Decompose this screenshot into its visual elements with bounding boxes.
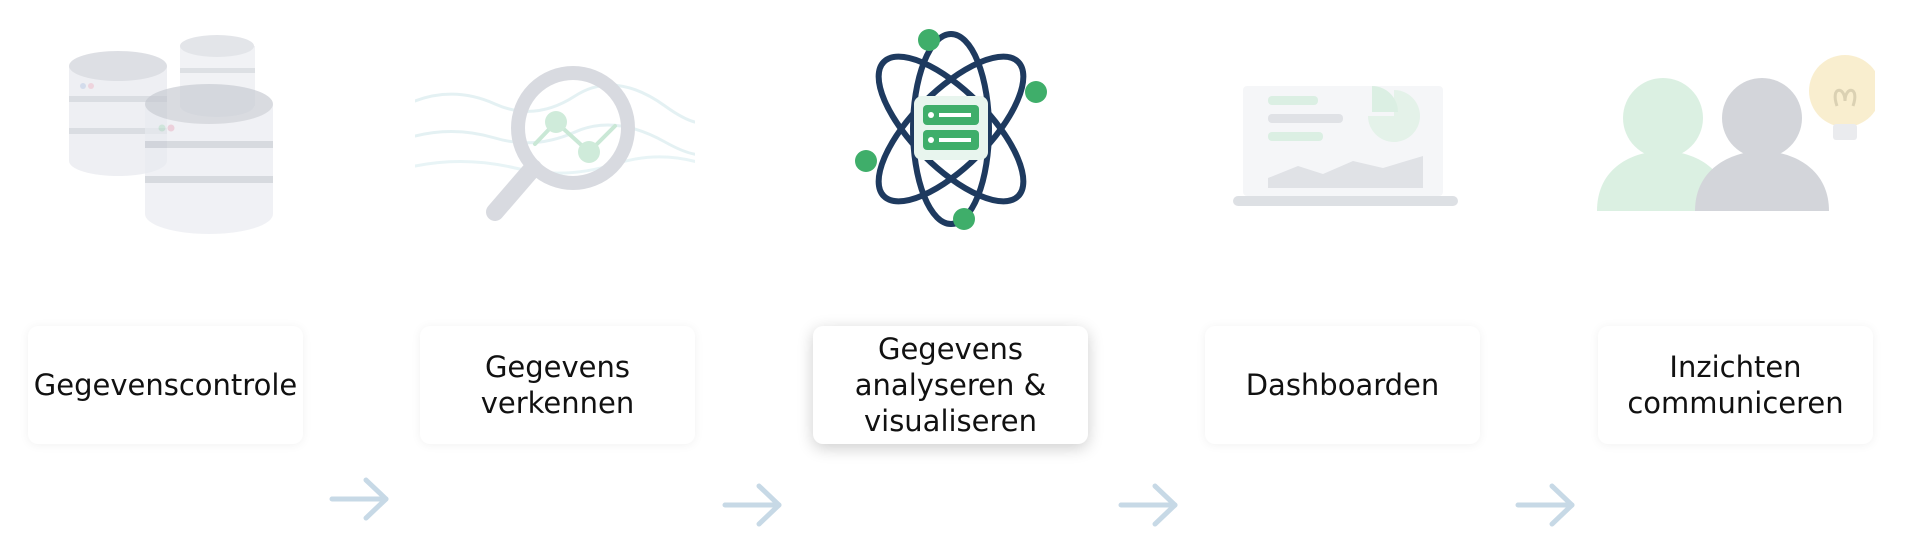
arrow-right-icon xyxy=(721,480,785,530)
step-label: Dashboarden xyxy=(1245,368,1440,402)
arrow-right-icon xyxy=(328,474,392,524)
step-card-gegevens-analyseren: Gegevens analyseren & visualiseren xyxy=(813,326,1088,444)
step-card-inzichten-communiceren: Inzichten communiceren xyxy=(1598,326,1873,444)
dashboard-laptop-icon xyxy=(1203,16,1483,236)
step-label: Gegevens verkennen xyxy=(480,350,635,420)
arrow-right-icon xyxy=(1514,480,1578,530)
step-card-gegevens-verkennen: Gegevens verkennen xyxy=(420,326,695,444)
database-icon xyxy=(25,16,305,236)
step-label: Inzichten communiceren xyxy=(1627,350,1844,420)
step-label: Gegevenscontrole xyxy=(33,368,298,402)
step-label: Gegevens analyseren & visualiseren xyxy=(854,332,1047,438)
magnifier-chart-icon xyxy=(415,16,695,236)
people-lightbulb-icon xyxy=(1595,16,1875,236)
arrow-right-icon xyxy=(1117,480,1181,530)
step-card-dashboarden: Dashboarden xyxy=(1205,326,1480,444)
atom-server-icon xyxy=(811,16,1091,236)
step-card-gegevenscontrole: Gegevenscontrole xyxy=(28,326,303,444)
